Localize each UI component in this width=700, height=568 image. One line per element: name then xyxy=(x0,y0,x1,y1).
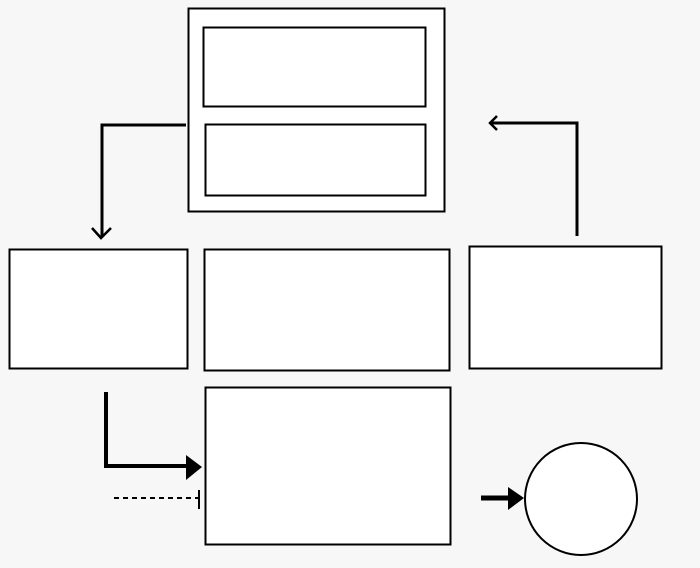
bottom-center-box xyxy=(204,386,452,546)
arrow-top-to-left xyxy=(91,123,186,240)
middle-right-box xyxy=(468,245,663,370)
middle-center-box xyxy=(203,248,451,372)
dashed-connector xyxy=(114,490,200,509)
top-inner-box-upper xyxy=(202,26,427,108)
arrow-right-to-top xyxy=(488,115,579,236)
arrow-left-to-bottom xyxy=(104,392,202,480)
top-inner-box-lower xyxy=(204,123,427,197)
bottom-right-circle xyxy=(524,442,638,556)
arrow-to-circle xyxy=(481,487,524,510)
middle-left-box xyxy=(8,248,189,370)
